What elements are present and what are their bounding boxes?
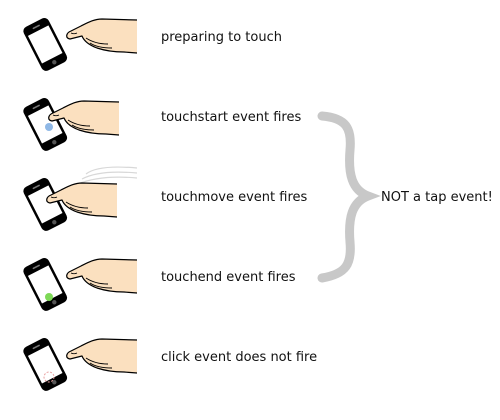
- phone-home-button: [52, 380, 57, 385]
- step-label-2: touchstart event fires: [161, 110, 302, 125]
- phone-screen: [27, 185, 63, 224]
- phone-icon: [23, 257, 68, 311]
- fingernail: [50, 196, 58, 199]
- step-illustration-2: [23, 97, 120, 151]
- hand-outline: [66, 338, 138, 374]
- knuckle-line: [85, 37, 109, 45]
- fingernail: [52, 114, 60, 117]
- hand-icon: [46, 182, 118, 218]
- phone-icon: [23, 17, 68, 71]
- phone-home-button: [52, 220, 57, 225]
- hand-outline: [66, 258, 138, 294]
- hand-icon: [66, 258, 138, 294]
- fingernail: [70, 32, 78, 35]
- step-label-1: preparing to touch: [161, 30, 282, 45]
- hand-icon: [48, 100, 120, 136]
- phone-screen: [27, 25, 63, 64]
- phone-icon: [23, 97, 68, 151]
- phone-screen: [27, 105, 63, 144]
- phone-hand-hover-icon: [23, 17, 138, 71]
- phone-hand-no-click-icon: [23, 337, 138, 391]
- hand-icon: [66, 338, 138, 374]
- hand-icon: [66, 18, 138, 54]
- step-illustration-4: [23, 257, 138, 311]
- phone-speaker: [32, 184, 40, 190]
- hand-outline: [48, 100, 120, 136]
- step-label-4: touchend event fires: [161, 270, 296, 285]
- knuckle-line: [89, 42, 113, 49]
- phone-screen: [27, 345, 63, 384]
- knuckle-line: [85, 357, 109, 365]
- touch-point: [43, 371, 55, 383]
- touch-point: [45, 123, 53, 131]
- phone-screen: [27, 265, 63, 304]
- knuckle-line: [85, 277, 109, 285]
- touch-point: [45, 293, 53, 301]
- knuckle-line: [89, 282, 113, 289]
- step-illustration-5: [23, 337, 138, 391]
- phone-icon: [23, 177, 68, 231]
- phone-home-button: [52, 300, 57, 305]
- step-label-3: touchmove event fires: [161, 190, 308, 205]
- knuckle-line: [65, 201, 89, 209]
- curly-brace: [317, 111, 381, 283]
- phone-speaker: [32, 24, 40, 30]
- phone-home-button: [52, 60, 57, 65]
- phone-icon: [23, 337, 68, 391]
- hand-outline: [66, 18, 138, 54]
- not-a-tap-note: NOT a tap event!: [381, 190, 493, 205]
- phone-speaker: [32, 344, 40, 350]
- knuckle-line: [89, 362, 113, 369]
- fingernail: [70, 272, 78, 275]
- hand-outline: [46, 182, 118, 218]
- step-illustration-3: [23, 166, 138, 231]
- motion-trail: [85, 166, 138, 175]
- phone-home-button: [52, 140, 57, 145]
- step-label-5: click event does not fire: [161, 350, 318, 365]
- phone-speaker: [32, 104, 40, 110]
- phone-hand-move-icon: [23, 166, 138, 231]
- knuckle-line: [67, 119, 91, 127]
- knuckle-line: [71, 124, 95, 131]
- motion-trail: [81, 171, 138, 180]
- phone-speaker: [32, 264, 40, 270]
- phone-hand-release-icon: [23, 257, 138, 311]
- fingernail: [70, 352, 78, 355]
- knuckle-line: [69, 206, 93, 213]
- step-illustration-1: [23, 17, 138, 71]
- phone-hand-touch-icon: [23, 97, 120, 151]
